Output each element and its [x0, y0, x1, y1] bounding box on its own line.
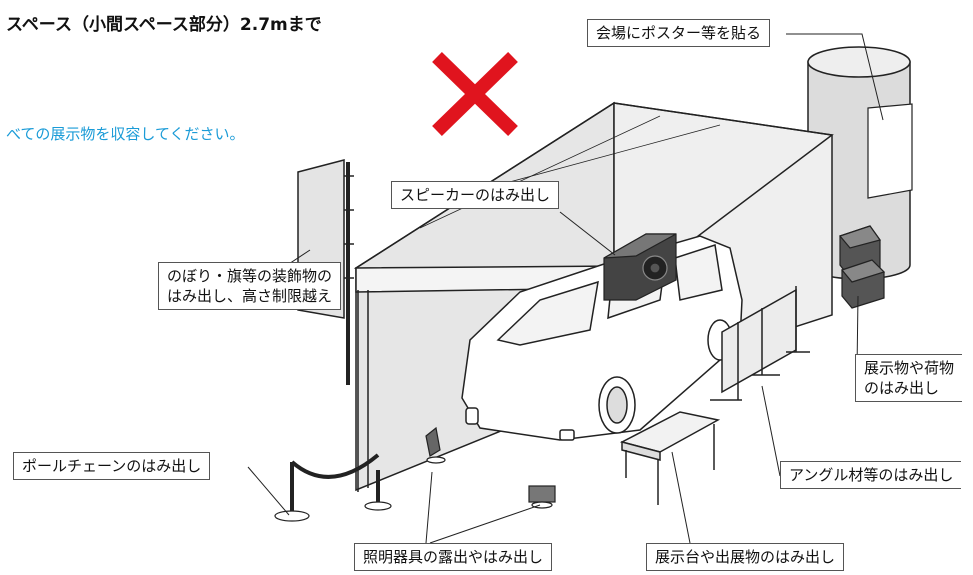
column-cylinder	[807, 46, 913, 280]
callout-flag-line1: のぼり・旗等の装飾物の	[167, 267, 333, 285]
speaker-box	[603, 233, 677, 301]
callout-speaker: スピーカーのはみ出し	[391, 181, 560, 209]
callout-poster: 会場にポスター等を貼る	[587, 19, 771, 47]
lighting-fixtures	[425, 426, 556, 509]
callout-display-table: 展示台や出展物のはみ出し	[646, 543, 845, 571]
callout-cargo-line2: のはみ出し	[864, 379, 940, 397]
cargo-boxes	[838, 225, 886, 309]
red-x-mark-icon	[432, 51, 518, 137]
callout-cargo-line1: 展示物や荷物	[864, 359, 955, 377]
angle-panel	[710, 286, 810, 401]
callout-flag-line2: はみ出し、高さ制限越え	[167, 287, 333, 305]
callout-lighting: 照明器具の露出やはみ出し	[354, 543, 553, 571]
callout-angle: アングル材等のはみ出し	[780, 461, 962, 489]
callout-cargo: 展示物や荷物 のはみ出し	[855, 354, 963, 402]
notice-text: べての展示物を収容してください。	[6, 125, 245, 143]
callout-flag: のぼり・旗等の装飾物の はみ出し、高さ制限越え	[158, 262, 342, 310]
height-limit-heading: スペース（小間スペース部分）2.7mまで	[6, 15, 322, 35]
display-table	[619, 411, 721, 505]
pole-chain	[274, 453, 392, 522]
leader-lines	[247, 33, 884, 544]
callout-pole-chain: ポールチェーンのはみ出し	[13, 452, 211, 480]
